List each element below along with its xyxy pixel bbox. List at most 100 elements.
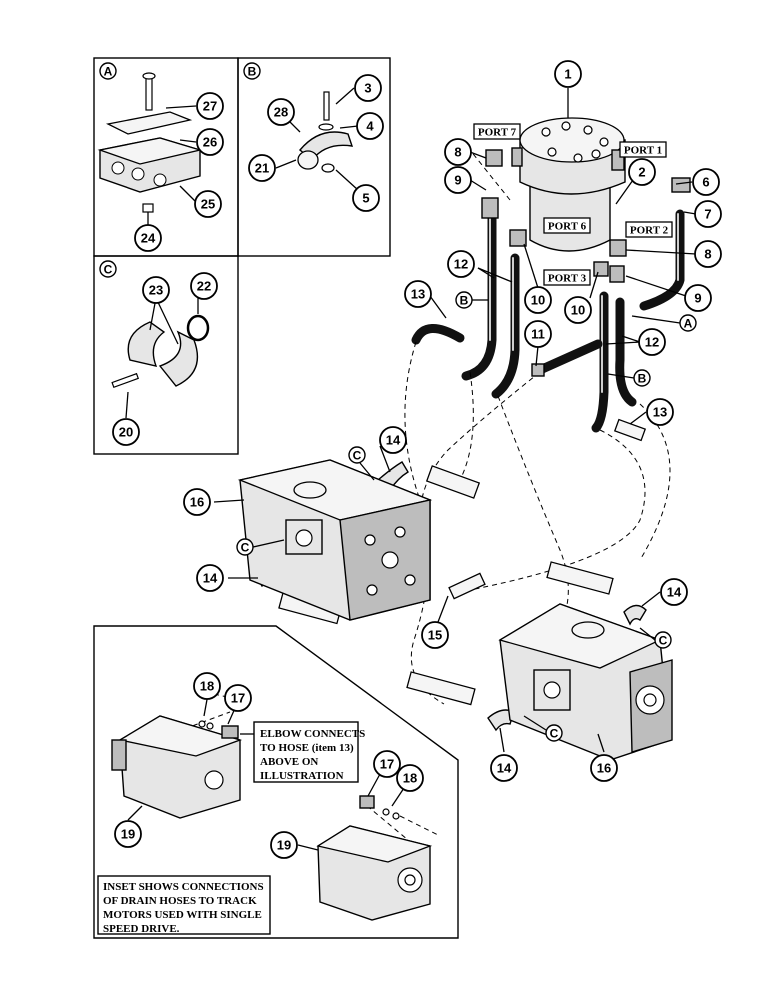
callout-circle <box>404 280 432 308</box>
callout-c10b: 10 <box>564 296 592 324</box>
hydraulic-hoses <box>411 209 685 433</box>
split-flange-half <box>127 321 166 367</box>
callout-circle <box>660 578 688 606</box>
elbow-17 <box>221 725 239 739</box>
callout-c18b: 18 <box>396 764 424 792</box>
hose-end-fitting <box>546 561 614 595</box>
callout-circle <box>196 564 224 592</box>
callout-number: 10 <box>571 303 585 318</box>
port-6-text: PORT 6 <box>548 221 587 233</box>
callout-c27: 27 <box>196 92 224 120</box>
callout-c22: 22 <box>190 272 218 300</box>
callout-circle <box>190 272 218 300</box>
inset-note-line-3: MOTORS USED WITH SINGLE <box>103 909 262 921</box>
callout-number: 27 <box>203 99 217 114</box>
fitting-10 <box>509 229 527 247</box>
callout-c2: 2 <box>628 158 656 186</box>
callout-circle <box>193 672 221 700</box>
callout-number: 13 <box>411 287 425 302</box>
hose-letter-b-right: B <box>638 372 647 386</box>
fitting-11 <box>531 363 545 377</box>
inset-letter-a: A <box>104 65 113 79</box>
callout-circle <box>379 426 407 454</box>
callout-circle <box>490 754 518 782</box>
callout-circle <box>356 112 384 140</box>
hose-letter-a: A <box>684 317 693 331</box>
callout-number: 17 <box>380 757 394 772</box>
hose-marker-b-left: B <box>455 291 488 309</box>
track-motor-left <box>237 459 433 621</box>
callout-number: 7 <box>704 207 711 222</box>
leader-lines <box>125 87 697 851</box>
port-2-label: PORT 2 <box>625 221 673 238</box>
callout-circle <box>692 168 720 196</box>
hose-marker-c-left: C <box>236 538 285 556</box>
callout-circle <box>270 831 298 859</box>
callout-number: 16 <box>190 495 204 510</box>
clamp-plate <box>105 111 193 135</box>
hose-marker-c-right: C <box>639 627 672 649</box>
callout-c17b: 17 <box>373 750 401 778</box>
callout-c10a: 10 <box>524 286 552 314</box>
hose-12-left <box>491 253 520 399</box>
callout-circle <box>196 92 224 120</box>
clamp-bolt <box>145 75 153 111</box>
callout-circle <box>524 286 552 314</box>
fitting-9 <box>609 265 625 283</box>
port-3-text: PORT 3 <box>548 273 587 285</box>
hose-end-fitting <box>406 671 476 706</box>
callout-circle <box>142 276 170 304</box>
callout-c25: 25 <box>194 190 222 218</box>
inset-panel-c-label: C <box>99 260 117 278</box>
callout-c13a: 13 <box>404 280 432 308</box>
inset-note-line-4: SPEED DRIVE. <box>103 923 180 935</box>
callout-circle <box>114 820 142 848</box>
hose-7 <box>639 209 685 311</box>
callout-number: 14 <box>497 761 512 776</box>
callout-c8a: 8 <box>444 138 472 166</box>
callout-circle <box>183 488 211 516</box>
hose-letter-c-top: C <box>353 449 362 463</box>
hose-letter-markers: A B B C C C C <box>236 291 697 742</box>
callout-number: 9 <box>454 173 461 188</box>
callout-number: 18 <box>403 771 417 786</box>
callout-number: 15 <box>428 628 442 643</box>
callout-number: 8 <box>454 145 461 160</box>
elbow-note-box <box>253 721 359 783</box>
inset-note-line-1: INSET SHOWS CONNECTIONS <box>103 881 264 893</box>
callout-circle <box>524 320 552 348</box>
callout-number: 24 <box>141 231 156 246</box>
callout-number: 8 <box>704 247 711 262</box>
single-speed-motor-lower <box>316 825 433 921</box>
callout-number: 2 <box>638 165 645 180</box>
hose-marker-c-bottom: C <box>523 715 563 742</box>
callout-c15: 15 <box>421 621 449 649</box>
callout-circle <box>564 296 592 324</box>
callout-number: 26 <box>203 135 217 150</box>
hose-letter-c-bottom: C <box>550 727 559 741</box>
callout-c17a: 17 <box>224 684 252 712</box>
callout-circle <box>352 184 380 212</box>
callout-number: 11 <box>531 327 545 342</box>
callout-c20: 20 <box>112 418 140 446</box>
callout-number: 1 <box>564 67 571 82</box>
port-1-text: PORT 1 <box>624 145 662 157</box>
inset-letter-c: C <box>104 263 113 277</box>
elbow-note-line-4: ILLUSTRATION <box>260 770 344 782</box>
inset-panel-b-label: B <box>243 62 261 80</box>
callout-c13b: 13 <box>646 398 674 426</box>
port-7-text: PORT 7 <box>478 127 517 139</box>
port-6-label: PORT 6 <box>543 217 591 234</box>
callout-number: 14 <box>203 571 218 586</box>
callout-number: 3 <box>364 81 371 96</box>
callout-c4: 4 <box>356 112 384 140</box>
inset-panel-a-label: A <box>99 62 117 80</box>
callout-number: 16 <box>597 761 611 776</box>
hose-11 <box>535 339 603 375</box>
callout-number: 6 <box>702 175 709 190</box>
callout-circle <box>646 398 674 426</box>
callout-number: 13 <box>653 405 667 420</box>
callout-number: 20 <box>119 425 133 440</box>
callout-c14a: 14 <box>379 426 407 454</box>
hose-letter-c-left: C <box>241 541 250 555</box>
